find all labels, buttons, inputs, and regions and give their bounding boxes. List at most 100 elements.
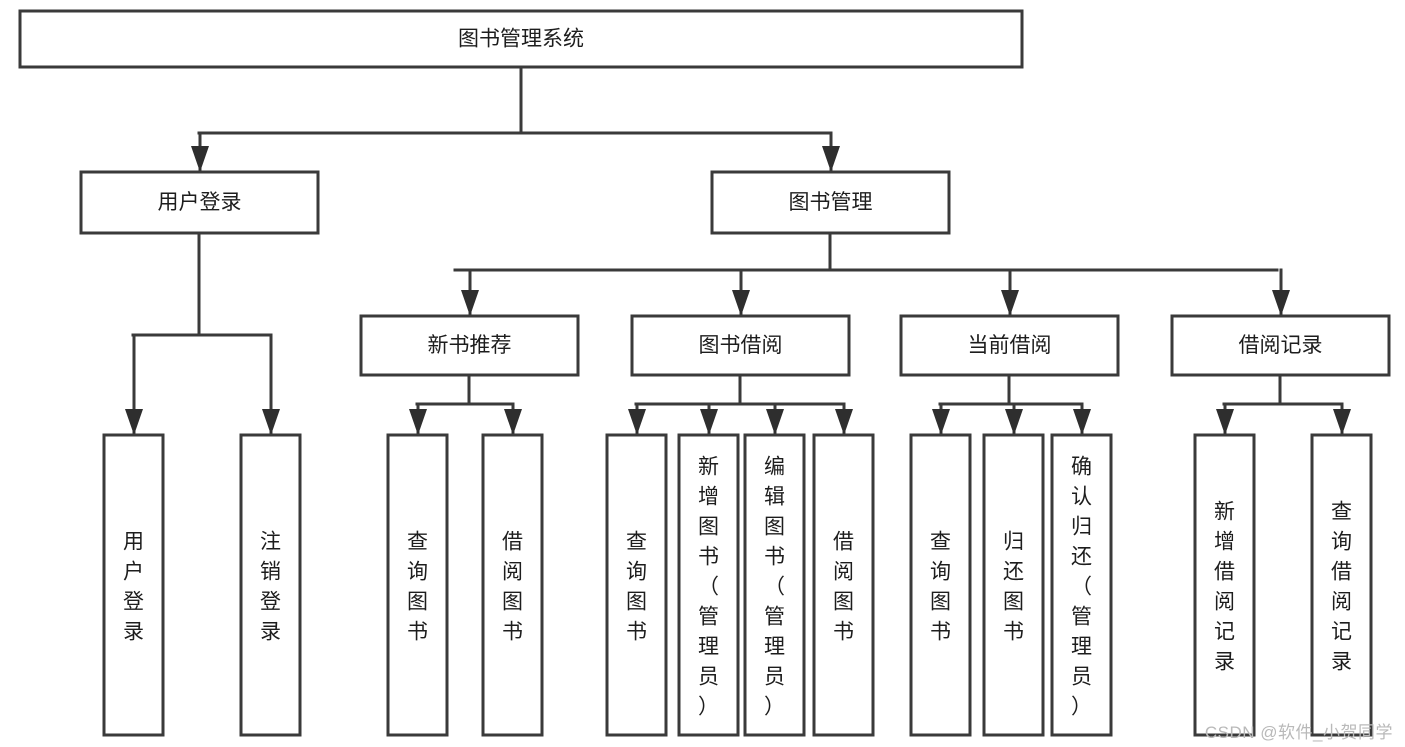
node-label-leaf-return-book-char-1: 还 bbox=[1003, 560, 1024, 583]
node-label-leaf-query-record-char-5: 录 bbox=[1331, 650, 1352, 673]
node-label-leaf-return-book-char-3: 书 bbox=[1003, 620, 1024, 643]
node-label-book-manage: 图书管理 bbox=[789, 191, 873, 214]
node-label-leaf-confirm-return-char-1: 认 bbox=[1071, 485, 1092, 508]
arrow-head-icon bbox=[1272, 290, 1290, 316]
node-box-leaf-query-book-1[interactable] bbox=[386, 433, 449, 737]
node-label-leaf-query-book-3-char-2: 图 bbox=[930, 590, 951, 613]
node-label-leaf-query-book-1-char-0: 查 bbox=[407, 530, 428, 553]
node-label-leaf-add-book-char-8: ） bbox=[698, 695, 719, 718]
arrow-head-icon bbox=[191, 146, 209, 172]
node-label-leaf-add-book-char-7: 员 bbox=[698, 665, 719, 688]
node-label-leaf-add-book-char-2: 图 bbox=[698, 515, 719, 538]
node-label-leaf-confirm-return-char-7: 员 bbox=[1071, 665, 1092, 688]
arrow-head-icon bbox=[700, 409, 718, 435]
node-borrow-record[interactable]: 借阅记录 bbox=[1170, 314, 1391, 377]
node-label-leaf-add-record-char-4: 记 bbox=[1214, 620, 1235, 643]
arrow-head-icon bbox=[262, 409, 280, 435]
node-label-borrow-record: 借阅记录 bbox=[1239, 334, 1323, 357]
node-label-leaf-edit-book-char-3: 书 bbox=[764, 545, 785, 568]
node-leaf-user-login[interactable]: 用户登录 bbox=[102, 433, 165, 737]
node-label-leaf-query-record-char-1: 询 bbox=[1331, 530, 1352, 553]
node-label-leaf-user-logout-char-1: 销 bbox=[260, 560, 281, 583]
node-label-leaf-add-record-char-3: 阅 bbox=[1214, 590, 1235, 613]
node-label-book-borrow: 图书借阅 bbox=[699, 334, 783, 357]
node-book-borrow[interactable]: 图书借阅 bbox=[630, 314, 851, 377]
node-box-book-manage[interactable] bbox=[710, 170, 951, 235]
node-label-leaf-add-book-char-6: 理 bbox=[698, 635, 719, 658]
node-label-leaf-borrow-book-1-char-0: 借 bbox=[502, 530, 523, 553]
node-box-leaf-borrow-book-1[interactable] bbox=[481, 433, 544, 737]
node-label-leaf-add-record-char-1: 增 bbox=[1214, 530, 1235, 553]
node-label-leaf-user-login-char-2: 登 bbox=[123, 590, 144, 613]
node-label-leaf-user-logout-char-2: 登 bbox=[260, 590, 281, 613]
node-label-leaf-borrow-book-2-char-0: 借 bbox=[833, 530, 854, 553]
node-box-leaf-borrow-book-2[interactable] bbox=[812, 433, 875, 737]
node-box-leaf-user-logout[interactable] bbox=[239, 433, 302, 737]
arrow-head-icon bbox=[504, 409, 522, 435]
node-new-book-rec[interactable]: 新书推荐 bbox=[359, 314, 580, 377]
node-label-leaf-confirm-return-char-6: 理 bbox=[1071, 635, 1092, 658]
node-box-leaf-user-login[interactable] bbox=[102, 433, 165, 737]
node-label-leaf-confirm-return-char-3: 还 bbox=[1071, 545, 1092, 568]
arrow-head-icon bbox=[1216, 409, 1234, 435]
node-label-leaf-query-book-1-char-3: 书 bbox=[407, 620, 428, 643]
node-box-root[interactable] bbox=[18, 9, 1024, 69]
arrow-head-icon bbox=[1333, 409, 1351, 435]
node-label-leaf-query-record-char-0: 查 bbox=[1331, 500, 1352, 523]
node-label-leaf-edit-book-char-5: 管 bbox=[764, 605, 785, 628]
node-box-new-book-rec[interactable] bbox=[359, 314, 580, 377]
node-box-leaf-query-book-3[interactable] bbox=[909, 433, 972, 737]
node-label-leaf-edit-book-char-6: 理 bbox=[764, 635, 785, 658]
node-box-leaf-return-book[interactable] bbox=[982, 433, 1045, 737]
node-label-current-borrow: 当前借阅 bbox=[968, 334, 1052, 357]
node-label-leaf-return-book-char-0: 归 bbox=[1003, 530, 1024, 553]
node-label-leaf-borrow-book-2-char-2: 图 bbox=[833, 590, 854, 613]
node-box-leaf-edit-book[interactable] bbox=[743, 433, 806, 737]
node-label-leaf-edit-book-char-4: （ bbox=[764, 575, 785, 598]
node-label-leaf-query-book-2-char-0: 查 bbox=[626, 530, 647, 553]
node-label-new-book-rec: 新书推荐 bbox=[428, 334, 512, 357]
node-label-leaf-query-book-1-char-2: 图 bbox=[407, 590, 428, 613]
node-label-leaf-user-login-char-1: 户 bbox=[123, 560, 144, 583]
arrow-head-icon bbox=[732, 290, 750, 316]
node-root[interactable]: 图书管理系统 bbox=[18, 9, 1024, 69]
node-label-leaf-borrow-book-2-char-1: 阅 bbox=[833, 560, 854, 583]
node-label-leaf-borrow-book-2-char-3: 书 bbox=[833, 620, 854, 643]
node-box-borrow-record[interactable] bbox=[1170, 314, 1391, 377]
node-box-leaf-query-record[interactable] bbox=[1310, 433, 1373, 737]
node-label-leaf-add-book-char-4: （ bbox=[698, 575, 719, 598]
arrow-head-icon bbox=[835, 409, 853, 435]
node-current-borrow[interactable]: 当前借阅 bbox=[899, 314, 1120, 377]
node-box-leaf-confirm-return[interactable] bbox=[1050, 433, 1113, 737]
node-label-leaf-edit-book-char-0: 编 bbox=[764, 455, 785, 478]
node-label-leaf-confirm-return-char-2: 归 bbox=[1071, 515, 1092, 538]
arrow-head-icon bbox=[1073, 409, 1091, 435]
node-label-leaf-edit-book-char-8: ） bbox=[764, 695, 785, 718]
node-label-leaf-borrow-book-1-char-3: 书 bbox=[502, 620, 523, 643]
node-box-leaf-query-book-2[interactable] bbox=[605, 433, 668, 737]
arrow-head-icon bbox=[932, 409, 950, 435]
node-box-leaf-add-book[interactable] bbox=[677, 433, 740, 737]
node-label-leaf-edit-book-char-1: 辑 bbox=[764, 485, 785, 508]
node-book-manage[interactable]: 图书管理 bbox=[710, 170, 951, 235]
node-box-book-borrow[interactable] bbox=[630, 314, 851, 377]
node-box-current-borrow[interactable] bbox=[899, 314, 1120, 377]
arrow-head-icon bbox=[125, 409, 143, 435]
node-label-leaf-user-login-char-0: 用 bbox=[123, 530, 144, 553]
node-user-login[interactable]: 用户登录 bbox=[79, 170, 320, 235]
node-box-user-login[interactable] bbox=[79, 170, 320, 235]
node-label-leaf-confirm-return-char-5: 管 bbox=[1071, 605, 1092, 628]
node-box-leaf-add-record[interactable] bbox=[1193, 433, 1256, 737]
